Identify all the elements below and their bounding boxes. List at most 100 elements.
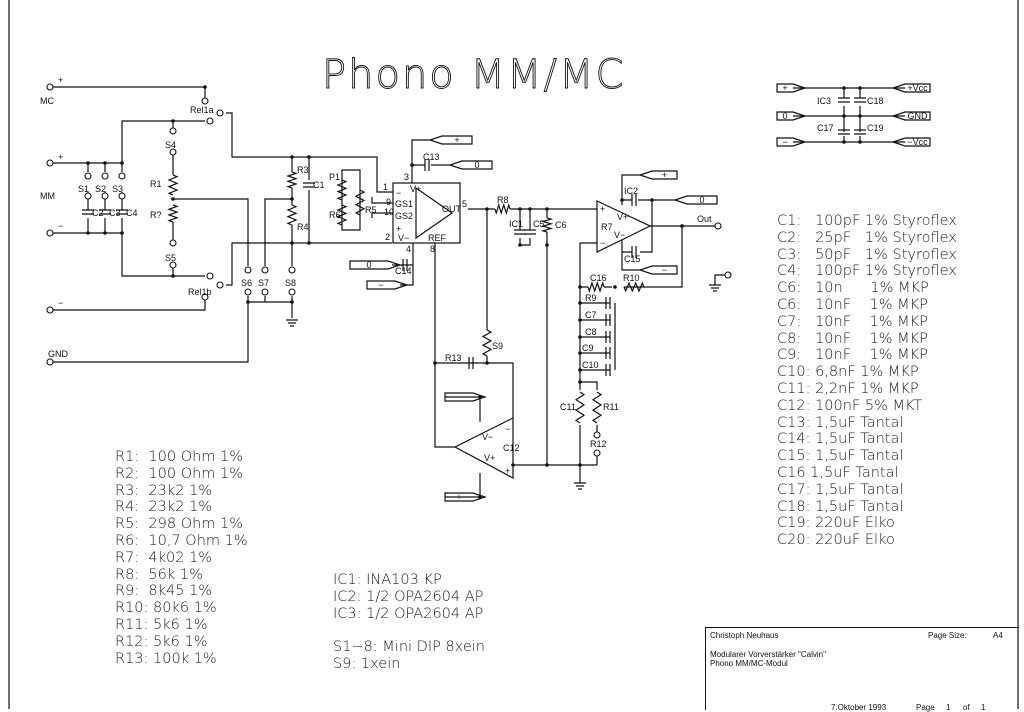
junction-dot	[620, 198, 624, 202]
junction-dot	[680, 224, 684, 228]
junction-dot	[171, 119, 175, 123]
junction-dot	[578, 463, 582, 467]
capacitor-list-item: C16 1,5uF Tantal	[777, 464, 899, 481]
terminal-circle	[244, 266, 252, 274]
net-flag-label: 0	[366, 260, 371, 270]
terminal-circle	[593, 449, 601, 457]
ic1-pin-5: 5	[462, 199, 467, 209]
component-label-r4: R4	[297, 222, 309, 232]
component-label-r1: R1	[150, 179, 162, 189]
net-flag	[366, 280, 409, 290]
component-label-c16: C16	[590, 273, 607, 283]
terminal-circle	[169, 261, 177, 269]
junction-dot	[518, 243, 522, 247]
ground-icon	[286, 319, 298, 327]
ic3-pin-vminus: V−	[482, 432, 493, 442]
ic1-pin-vplus: V+	[410, 184, 421, 194]
terminal-circle	[593, 431, 601, 439]
terminal-circle	[46, 83, 54, 91]
net-flag	[638, 170, 678, 180]
component-label-s8: S8	[285, 278, 296, 288]
capacitor-list-item: C19: 220uF Elko	[777, 515, 895, 532]
capacitor-list-item: C11: 2,2nF 1% MKP	[777, 380, 919, 397]
resistor-list-item: R2: 100 Ohm 1%	[115, 465, 244, 482]
net-flag-label: 0	[699, 195, 704, 205]
net-flag-label: +	[662, 170, 667, 180]
junction-dot	[528, 207, 532, 211]
component-label-c11: C11	[560, 402, 576, 412]
ic3-pin-inp: +	[505, 466, 510, 476]
junction-dot	[171, 274, 175, 278]
label-gnd: GND	[48, 349, 69, 359]
terminal-circle	[46, 358, 54, 366]
component-label-s1: S1	[78, 184, 89, 194]
resistor-symbol	[336, 179, 348, 201]
component-label-r8: R8	[497, 195, 509, 205]
component-label-s5: S5	[165, 253, 176, 263]
resistor-symbol	[623, 281, 645, 293]
ic1-pin-gs1: GS1	[395, 199, 413, 209]
resistor-symbol	[286, 204, 298, 226]
terminal-circle	[261, 266, 269, 274]
page-label: Page	[916, 703, 935, 712]
component-label-c17: C17	[817, 123, 834, 133]
component-label-c19: C19	[867, 123, 884, 133]
resistor-list-item: R7: 4k02 1%	[115, 549, 213, 566]
resistor-symbol	[286, 171, 298, 189]
resistor-list-item: R5: 298 Ohm 1%	[115, 516, 244, 533]
ic2-pin-inm: −	[600, 238, 605, 248]
junction-dot	[545, 463, 549, 467]
ic3-triangle	[453, 417, 514, 480]
component-label-c14: C14	[395, 266, 412, 276]
capacitor-symbol	[116, 209, 128, 215]
capacitor-symbol	[605, 347, 611, 359]
capacitor-symbol	[838, 97, 850, 103]
junction-dot	[86, 231, 90, 235]
terminal-circle	[288, 266, 296, 274]
ic1-pin-3: 3	[404, 172, 409, 182]
net-flag	[776, 111, 807, 121]
capacitor-symbol	[524, 229, 536, 235]
junction-dot	[578, 301, 582, 305]
capacitor-list-item: C3: 50pF 1% Styroflex	[777, 246, 957, 263]
resistor-symbol	[587, 281, 605, 293]
ic1-pin-inm: −	[396, 188, 401, 198]
ic-list-item: IC3: 1/2 OPA2604 AP	[333, 605, 484, 622]
junction-dot	[171, 197, 175, 201]
resistor-symbol	[336, 204, 348, 226]
capacitor-list-item: C4: 100pF 1% Styroflex	[777, 263, 957, 280]
junction-dot	[858, 140, 862, 144]
net-flag	[891, 111, 931, 121]
page-size-label: Page Size:	[928, 631, 967, 640]
ic1-pin-1: 1	[383, 182, 388, 192]
label-rel1b: Rel1b	[188, 287, 212, 297]
junction-dot	[307, 155, 311, 159]
junction-dot	[307, 241, 311, 245]
net-flag-label: 0	[782, 111, 787, 121]
of-label: of	[963, 703, 970, 712]
parts	[46, 83, 931, 502]
resistor-list-item: R3: 23k2 1%	[115, 482, 213, 499]
terminal-circle	[84, 172, 92, 180]
component-label-ic3: IC3	[817, 96, 831, 106]
capacitor-list-item: C13: 1,5uF Tantal	[777, 414, 904, 431]
ic1-triangle	[415, 186, 454, 240]
terminal-circle	[118, 172, 126, 180]
resistor-list-item: R10: 80k6 1%	[115, 600, 217, 617]
terminal-circle	[118, 192, 126, 200]
label-rel1a: Rel1a	[190, 105, 214, 115]
junction-dot	[545, 207, 549, 211]
resistor-symbol	[591, 391, 603, 424]
component-label-r11: R11	[603, 402, 619, 412]
net-flag	[444, 392, 487, 402]
net-flag	[428, 135, 473, 145]
terminal-circle	[216, 109, 224, 117]
label-mc: MC	[40, 96, 54, 106]
capacitor-list-item: C15: 1,5uF Tantal	[777, 448, 904, 465]
capacitor-symbol	[303, 182, 315, 188]
terminal-circle	[288, 288, 296, 296]
terminal-circle	[201, 97, 209, 105]
ic1-box	[392, 182, 461, 244]
component-label-c2: C2	[92, 208, 104, 218]
